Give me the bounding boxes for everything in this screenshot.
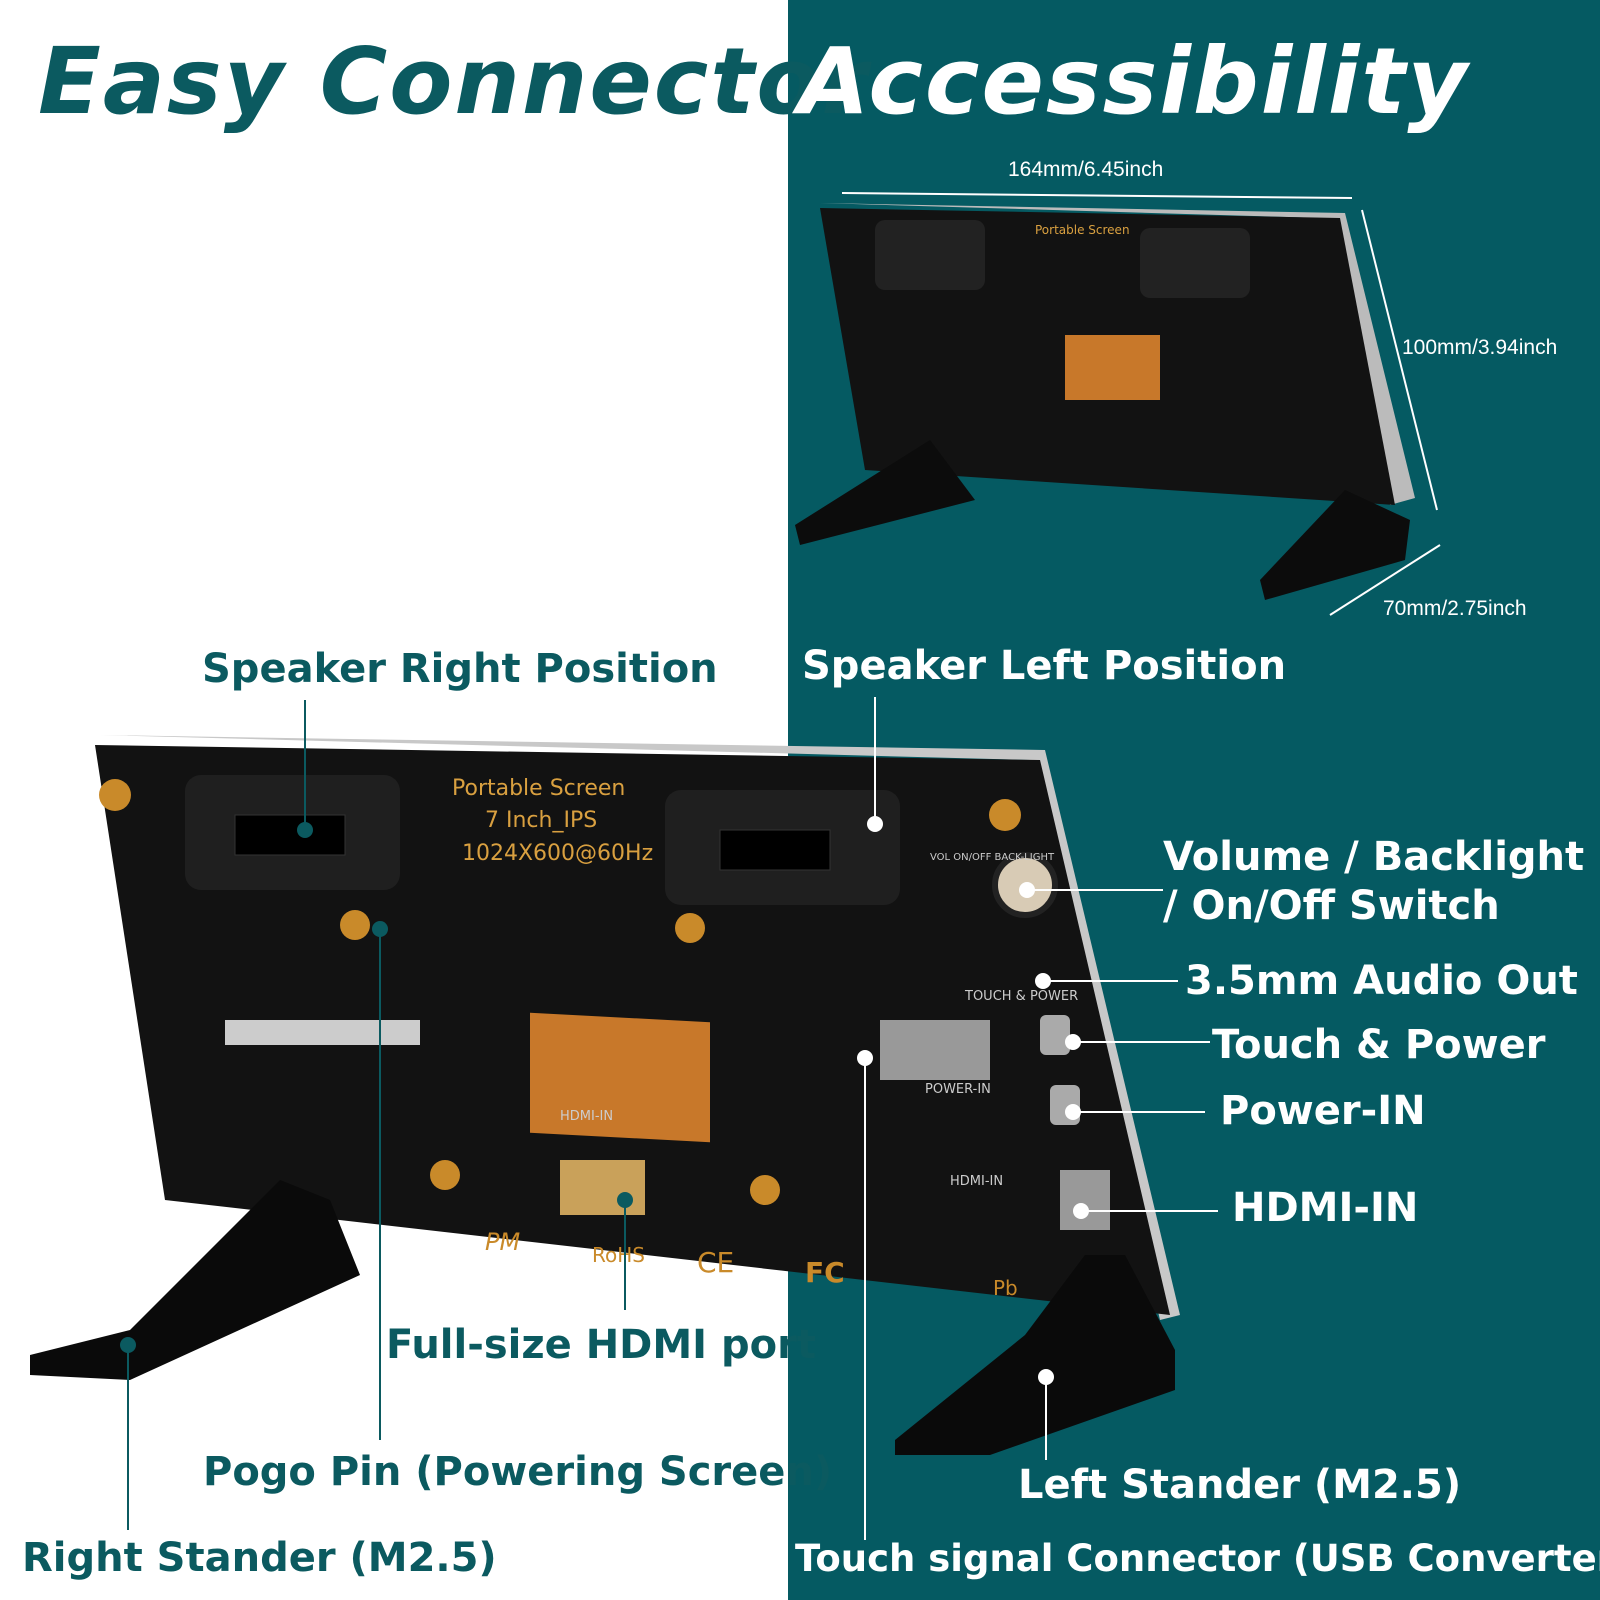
small-stand-left [1260,490,1410,600]
title-part2: Accessibility [798,28,1470,135]
board-print-hdmi-center: HDMI-IN [560,1109,613,1124]
standoff-5 [430,1160,460,1190]
label-touch-power: Touch & Power [1212,1022,1546,1068]
ribbon-cable [530,1012,710,1143]
small-speaker-right [875,220,985,290]
small-product: Portable Screen [795,192,1441,616]
logo-pb: Pb [993,1276,1018,1300]
callout-lines [120,697,1218,1540]
hdmi-side-port [1060,1170,1110,1230]
dimension-depth: 70mm/2.75inch [1383,597,1527,620]
small-board-print: Portable Screen [1035,223,1130,237]
shield-can [880,1020,990,1080]
label-audio-out: 3.5mm Audio Out [1185,958,1578,1004]
usb-c-touch-power [1040,1015,1070,1055]
speaker-left-grille [719,829,831,871]
standoff-1 [99,779,131,811]
label-full-hdmi: Full-size HDMI port [386,1322,816,1368]
label-speaker-right: Speaker Right Position [202,646,718,692]
standoff-6 [750,1175,780,1205]
label-pogo-pin: Pogo Pin (Powering Screen) [203,1449,833,1495]
board-print-power-in: POWER-IN [925,1082,991,1097]
dim-line-depth [1329,544,1441,616]
logo-ce: CE [697,1246,734,1279]
small-speaker-left [1140,228,1250,298]
logo-fc: FC [805,1256,845,1289]
label-volume-line2: / On/Off Switch [1163,883,1500,929]
board-print-hdmi-in: HDMI-IN [950,1174,1003,1189]
board-print-vol: VOL ON/OFF BACK-LIGHT [930,852,1055,863]
standoff-3 [340,910,370,940]
label-power-in: Power-IN [1220,1088,1426,1134]
stand-left [895,1255,1175,1455]
large-product: Portable Screen 7 Inch_IPS 1024X600@60Hz… [30,735,1180,1455]
dim-line-width [841,192,1353,199]
standoff-4 [675,913,705,943]
board-print-line2: 7 Inch_IPS [485,808,597,833]
dimension-height: 100mm/3.94inch [1402,336,1558,359]
standoff-2 [989,799,1021,831]
dimension-width: 164mm/6.45inch [1008,158,1164,181]
label-speaker-left: Speaker Left Position [802,643,1287,689]
label-touch-signal: Touch signal Connector (USB Converter) [795,1537,1600,1580]
board-connector [225,1020,420,1045]
logo-pm: PM [485,1228,520,1256]
board-print-line1: Portable Screen [452,776,625,801]
board-print-touch: TOUCH & POWER [964,989,1078,1004]
hdmi-full-port [560,1160,645,1215]
board-print-line3: 1024X600@60Hz [462,841,653,866]
label-hdmi-in: HDMI-IN [1232,1185,1419,1231]
small-ribbon [1065,335,1160,400]
logo-rohs: RoHS [592,1243,645,1267]
title-part1: Easy Connector [38,28,869,135]
label-right-stander: Right Stander (M2.5) [22,1535,497,1581]
stand-right [30,1180,360,1380]
dim-line-height [1361,209,1438,511]
label-left-stander: Left Stander (M2.5) [1018,1462,1462,1508]
small-stand-right [795,440,975,545]
label-volume: Volume / Backlight [1163,834,1585,880]
speaker-right-grille [234,814,346,856]
